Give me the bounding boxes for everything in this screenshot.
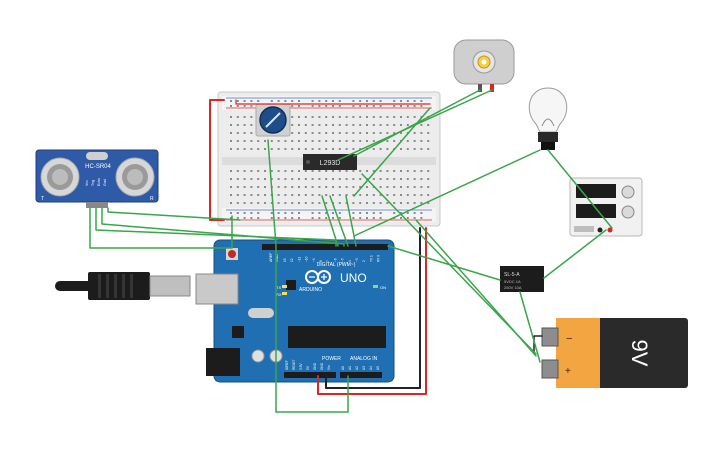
digital-pin-label-11: 2 <box>362 260 366 262</box>
analog-pin-label-4: A4 <box>369 366 373 370</box>
battery-minus-label: − <box>566 333 572 345</box>
light-bulb[interactable] <box>528 87 568 150</box>
digital-pin-label-1: 12 <box>290 258 294 262</box>
arduino-gnd-label: GND <box>275 254 279 262</box>
sensor-right-mark: R <box>150 196 154 202</box>
digital-pin-label-10: ~3 <box>355 258 359 262</box>
battery-voltage-label: 9V <box>627 340 652 367</box>
wire-sensor-echo[interactable] <box>101 207 345 247</box>
arduino-logo <box>305 270 331 284</box>
wire-bulb-to-board[interactable] <box>353 149 541 237</box>
wire-battery-to-board[interactable] <box>415 219 537 357</box>
wire-bulb-to-relay[interactable] <box>547 149 613 229</box>
arduino-digital-label: DIGITAL (PWM~) <box>317 262 356 268</box>
arduino-power-label: POWER <box>322 356 341 362</box>
arduino-brand-label: ARDUINO <box>299 287 322 293</box>
digital-pin-label-2: ~11 <box>297 257 301 262</box>
arduino-aref-label: AREF <box>269 253 273 262</box>
digital-pin-label-8: ~5 <box>341 258 345 262</box>
usb-cable[interactable] <box>55 272 191 300</box>
wire-sensor-gnd[interactable] <box>107 207 241 221</box>
power-pin-label-2: 3.3V <box>299 363 303 370</box>
wire-chip-3[interactable] <box>345 195 357 247</box>
digital-pin-label-3: ~10 <box>305 256 309 262</box>
sensor-pin-vcc: Vcc <box>85 180 89 186</box>
digital-pin-label-5: 8 <box>319 260 323 262</box>
digital-pin-label-0: 13 <box>283 258 287 262</box>
sensor-pin-echo: Echo <box>97 178 101 186</box>
battery-plus-label: + <box>565 366 571 377</box>
wire-relay-to-supply[interactable] <box>543 229 607 279</box>
arduino-on-label: ON <box>380 285 386 290</box>
wire-chip-2[interactable] <box>329 195 349 247</box>
arduino-analog-label: ANALOG IN <box>350 356 378 362</box>
power-pin-label-0: IOREF <box>285 360 289 370</box>
sensor-left-mark: T <box>41 196 44 202</box>
arduino-model-label: UNO <box>340 271 367 285</box>
wire-black-battery[interactable] <box>533 335 543 353</box>
wire-rail-to-chip[interactable] <box>353 107 431 197</box>
power-supply[interactable] <box>569 177 643 237</box>
digital-pin-label-4: ~9 <box>312 258 316 262</box>
sensor-model-label: HC-SR04 <box>85 164 111 170</box>
analog-pin-label-1: A1 <box>348 366 352 370</box>
relay-label: SL-5-A <box>504 272 520 278</box>
l293d-label: L293D <box>320 160 341 167</box>
arduino-tx-label: TX <box>276 285 281 290</box>
digital-pin-label-6: 7 <box>326 260 330 262</box>
l293d-chip[interactable]: L293D <box>303 154 357 170</box>
relay-line3: 250V 10A <box>504 285 522 290</box>
power-pin-label-4: GND <box>313 362 317 370</box>
digital-pin-label-7: ~6 <box>333 258 337 262</box>
power-pin-label-3: 5V <box>306 365 310 370</box>
wires[interactable] <box>89 89 613 413</box>
wire-black-gnd[interactable] <box>325 227 421 389</box>
power-pin-label-5: GND <box>320 362 324 370</box>
wire-chip-1[interactable] <box>321 195 339 247</box>
wire-sensor-vcc[interactable] <box>89 207 233 249</box>
power-pin-label-6: Vin <box>327 365 331 370</box>
analog-pin-label-3: A3 <box>362 366 366 370</box>
sensor-pin-gnd: Gnd <box>103 179 107 186</box>
relay-line2: 5VDC 1A <box>504 279 521 284</box>
digital-pin-label-12: TX 1 <box>369 255 373 262</box>
power-pin-label-1: RESET <box>292 359 296 370</box>
analog-pin-label-0: A0 <box>341 366 345 370</box>
wire-pot-up[interactable] <box>267 139 277 373</box>
potentiometer[interactable] <box>255 103 291 137</box>
analog-pin-label-5: A5 <box>376 366 380 370</box>
sensor-pin-trig: Trig <box>91 180 95 186</box>
digital-pin-label-13: RX 0 <box>377 255 381 262</box>
wire-relay-to-uno[interactable] <box>387 245 501 281</box>
relay[interactable]: SL-5-A 5VDC 1A 250V 10A <box>500 266 544 292</box>
arduino-rx-label: RX <box>276 292 282 297</box>
wire-relay-to-battery[interactable] <box>519 291 541 363</box>
ultrasonic-sensor[interactable]: HC-SR04 T R Vcc Trig Echo Gnd <box>35 149 159 208</box>
dc-motor[interactable] <box>453 39 515 92</box>
wire-red-5v[interactable] <box>317 227 427 395</box>
wire-pot-to-uno[interactable] <box>275 371 349 413</box>
wire-red-left-rail[interactable] <box>209 99 225 221</box>
wire-red-top-rail[interactable] <box>235 99 431 105</box>
battery-9v[interactable]: − + 9V <box>541 318 688 388</box>
digital-pin-label-9: 4 <box>348 260 352 262</box>
analog-pin-label-2: A2 <box>355 366 359 370</box>
